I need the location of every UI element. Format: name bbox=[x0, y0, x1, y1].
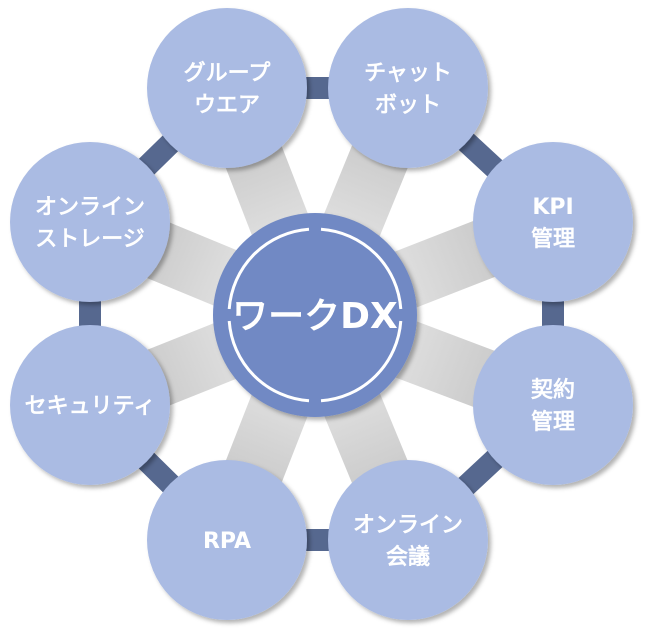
center-circle bbox=[213, 213, 417, 417]
node-circle bbox=[147, 460, 307, 620]
center-label: ワークDX bbox=[232, 296, 398, 337]
inner-ring-arc bbox=[320, 320, 403, 403]
node-label: ストレージ bbox=[35, 227, 145, 252]
node-label: 会議 bbox=[386, 544, 430, 570]
center-inner-ring bbox=[227, 227, 403, 403]
center-hub: ワークDX bbox=[213, 213, 417, 417]
node-label: KPI bbox=[532, 195, 573, 220]
node-label: 管理 bbox=[531, 226, 575, 252]
node-label: チャット bbox=[364, 61, 452, 86]
inner-ring-arc bbox=[227, 227, 310, 310]
node-6: セキュリティ bbox=[10, 325, 170, 485]
node-5: RPA bbox=[147, 460, 307, 620]
node-label: ボット bbox=[375, 93, 441, 118]
node-label: 管理 bbox=[531, 409, 575, 435]
node-label: オンライン bbox=[35, 195, 145, 220]
node-label: オンライン bbox=[353, 513, 463, 538]
node-circle bbox=[473, 142, 633, 302]
node-circle bbox=[10, 142, 170, 302]
node-circle bbox=[328, 460, 488, 620]
node-label: RPA bbox=[203, 529, 251, 554]
node-label: 契約 bbox=[530, 377, 575, 403]
node-circle bbox=[328, 8, 488, 168]
node-label: グループ bbox=[184, 60, 272, 86]
node-label: セキュリティ bbox=[25, 394, 156, 419]
inner-ring-arc bbox=[320, 227, 403, 310]
node-2: KPI 管理 bbox=[473, 142, 633, 302]
node-circle bbox=[10, 325, 170, 485]
node-circle bbox=[147, 8, 307, 168]
inner-ring-arc bbox=[227, 320, 310, 403]
node-circle bbox=[473, 325, 633, 485]
node-label: ウエア bbox=[194, 93, 260, 118]
